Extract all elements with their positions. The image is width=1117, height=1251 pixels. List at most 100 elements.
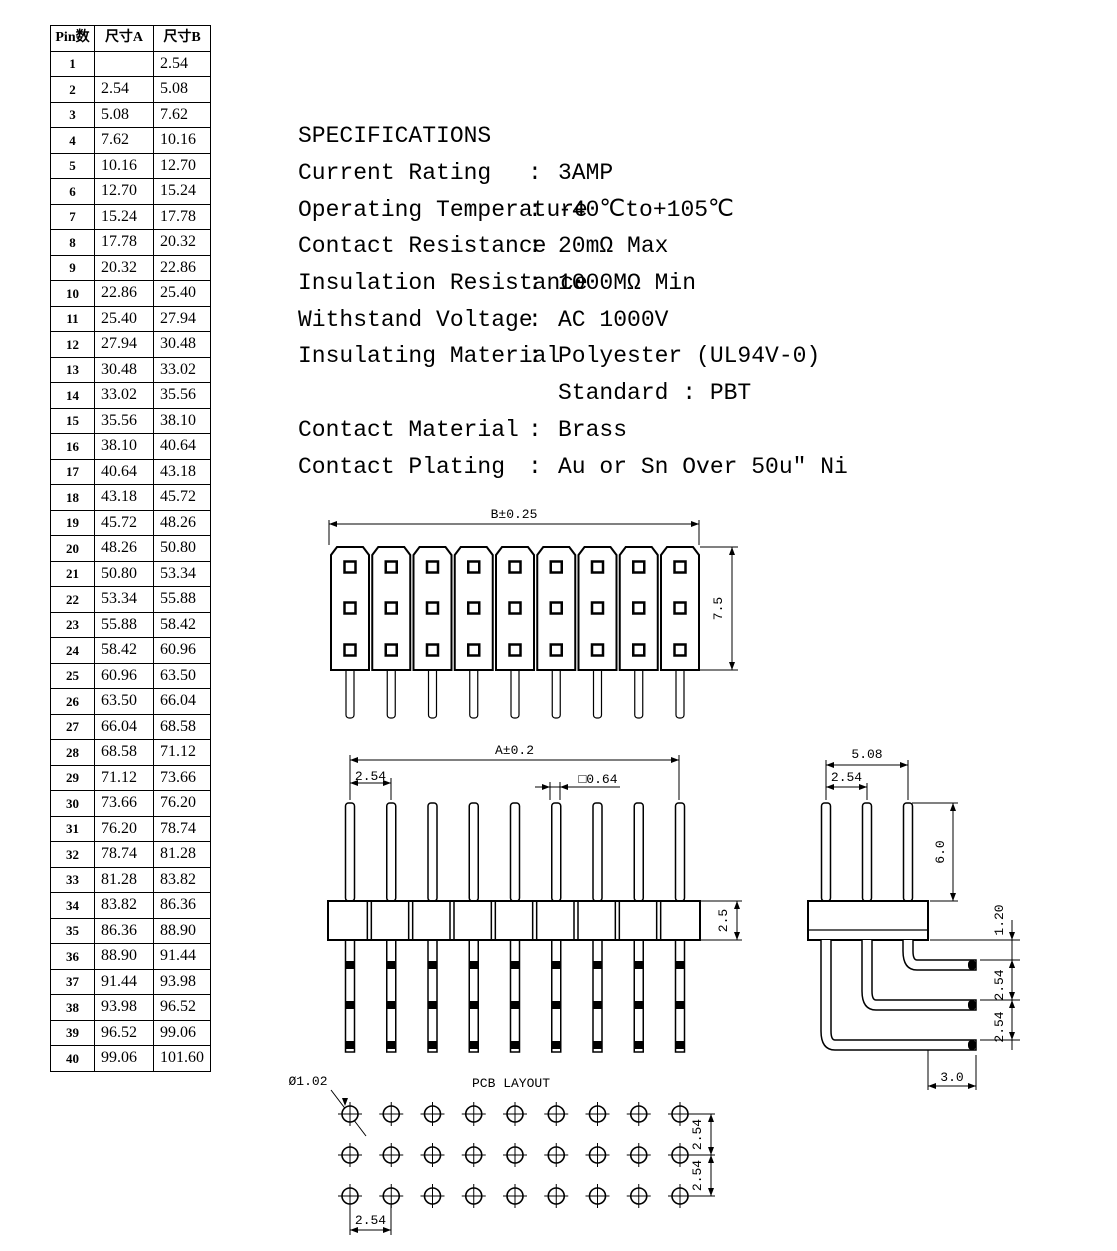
dimension-arrow: [729, 547, 735, 555]
dimension-arrow: [542, 784, 550, 790]
specifications-title: SPECIFICATIONS: [298, 123, 492, 149]
dimension-b-cell: 99.06: [153, 1019, 211, 1046]
dimension-arrow: [350, 1227, 358, 1233]
spec-colon: :: [528, 306, 542, 333]
pin-mark: [676, 961, 684, 969]
dimension-b-cell: 60.96: [153, 637, 211, 664]
contact-square: [343, 601, 357, 615]
pin-mark: [676, 1041, 684, 1049]
pin-leg: [469, 667, 479, 719]
dimension-arrow: [968, 1083, 976, 1089]
pin-mark: [634, 1001, 643, 1009]
pcb-col-pitch-label: 2.54: [355, 1213, 386, 1228]
dimension-a-cell: 20.32: [94, 254, 154, 281]
spec-label: Withstand Voltage: [298, 306, 533, 333]
dimension-arrow: [708, 1155, 714, 1163]
contact-square: [549, 560, 563, 574]
pin-mark: [469, 1041, 478, 1049]
contact-square: [467, 643, 481, 657]
pin-upper: [551, 802, 562, 902]
spec-row: Withstand Voltage:AC 1000V: [298, 302, 848, 339]
side-pin-upper: [902, 802, 914, 902]
spec-label: Contact Material: [298, 416, 519, 443]
dimension-b-cell: 73.66: [153, 764, 211, 791]
side-pin-upper: [820, 802, 832, 902]
dimension-a-cell: 27.94: [94, 331, 154, 358]
spec-value: 3AMP: [558, 160, 614, 186]
pin-leg: [592, 667, 603, 719]
pin-upper: [468, 802, 479, 902]
pin-leg: [634, 667, 644, 719]
dimension-b-cell: 10.16: [153, 127, 211, 154]
dimension-arrow: [671, 757, 679, 763]
pin-count-cell: 30: [50, 790, 95, 817]
lead-tip: [968, 1000, 976, 1010]
dimension-b-cell: 2.54: [153, 50, 211, 77]
contact-square: [508, 560, 522, 574]
side-pin-upper: [861, 802, 873, 902]
dimension-a-cell: 5.08: [94, 101, 154, 128]
dimension-a-label: A±0.2: [495, 743, 534, 758]
pin-lower: [674, 939, 686, 1053]
pin-upper: [674, 802, 686, 902]
pin-mark: [511, 961, 519, 969]
dimension-b-cell: 33.02: [153, 356, 211, 383]
dimension-b-cell: 22.86: [153, 254, 211, 281]
pin-leg: [551, 667, 561, 719]
side-pitch-label: 2.54: [831, 770, 862, 785]
contact-square: [590, 643, 605, 657]
dimension-a-cell: 43.18: [94, 484, 154, 511]
pin-mark: [511, 1001, 519, 1009]
pin-mark: [593, 1041, 602, 1049]
pin-count-cell: 10: [50, 280, 95, 307]
front-pitch-label: 2.54: [355, 769, 386, 784]
pin-count-cell: 39: [50, 1019, 95, 1046]
pin-count-cell: 12: [50, 331, 95, 358]
contact-square: [632, 601, 646, 615]
contact-square: [508, 601, 522, 615]
dimension-b-cell: 30.48: [153, 331, 211, 358]
pin-mark: [387, 1001, 396, 1009]
dimension-arrow: [900, 762, 908, 768]
dimension-b-cell: 43.18: [153, 458, 211, 485]
pin-mark: [346, 1041, 354, 1049]
pin-mark: [552, 961, 561, 969]
spec-value: Au or Sn Over 50u" Ni: [558, 453, 848, 480]
dimension-a-cell: 35.56: [94, 407, 154, 434]
dimension-a-cell: 50.80: [94, 560, 154, 587]
spec-colon: :: [528, 196, 542, 223]
pin-mark: [428, 961, 437, 969]
pin-lower: [509, 939, 521, 1053]
dimension-b-cell: 50.80: [153, 535, 211, 562]
dimension-b-cell: 88.90: [153, 917, 211, 944]
dimension-a-cell: 2.54: [94, 76, 154, 103]
dimension-arrow: [1009, 932, 1015, 940]
spec-value: -40℃to+105℃: [558, 196, 734, 223]
contact-square: [425, 560, 440, 574]
pin-lower: [344, 939, 356, 1053]
dimension-arrow: [734, 901, 740, 909]
dimension-arrow: [826, 762, 834, 768]
dimension-b-cell: 45.72: [153, 484, 211, 511]
dimension-a-cell: [94, 50, 154, 77]
pin-count-cell: 11: [50, 305, 95, 332]
pin-upper: [633, 802, 644, 902]
pin-mark: [552, 1041, 561, 1049]
dimension-arrow: [1009, 1032, 1015, 1040]
spec-row: Contact Plating:Au or Sn Over 50u" Ni: [298, 449, 848, 486]
dimension-arrow: [350, 780, 358, 786]
pin-count-cell: 40: [50, 1045, 95, 1072]
dimension-arrow: [708, 1114, 714, 1122]
